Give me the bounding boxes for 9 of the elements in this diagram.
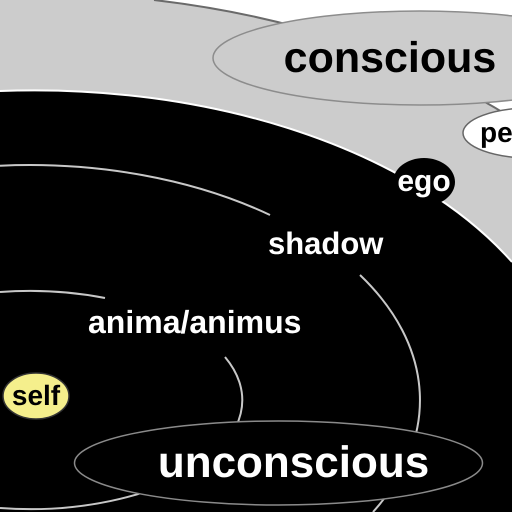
node-label: ego — [397, 167, 451, 197]
node-label: conscious — [284, 36, 496, 80]
node-label: unconscious — [158, 441, 430, 485]
node-label: pe — [480, 119, 512, 147]
ring-label: shadow — [268, 228, 384, 259]
ellipse-node — [2, 372, 70, 420]
ring-label: anima/animus — [88, 306, 302, 338]
ellipse-node — [73, 420, 484, 506]
node-label: self — [12, 382, 60, 410]
